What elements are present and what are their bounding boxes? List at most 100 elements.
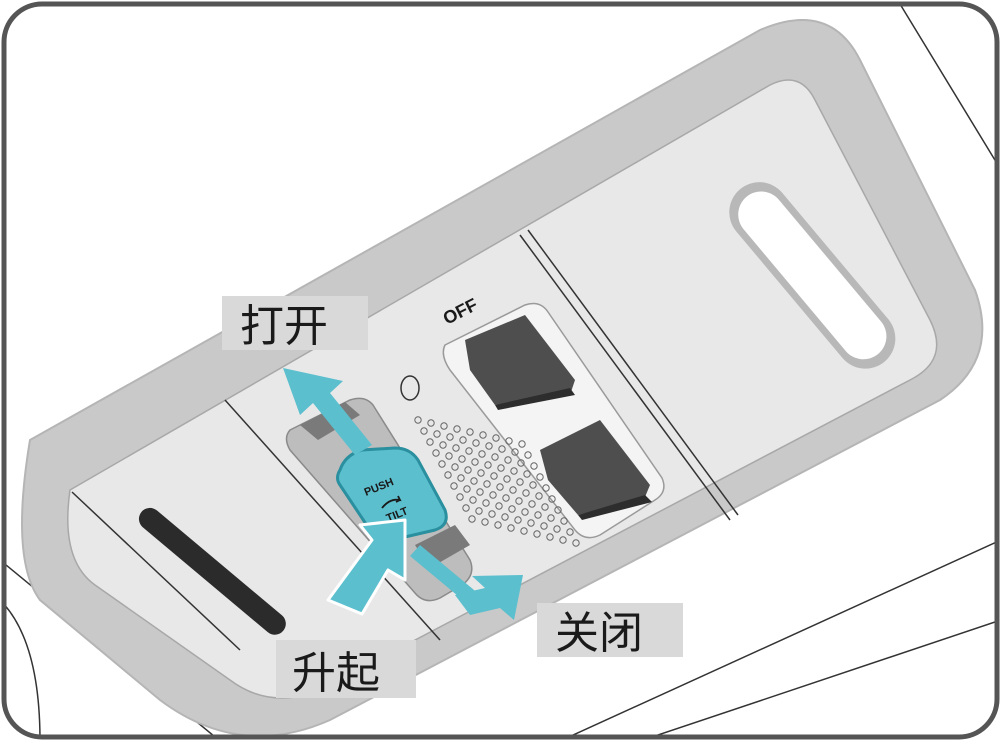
grille-dot xyxy=(511,448,519,456)
grille-dot xyxy=(491,453,499,461)
grille-dot xyxy=(494,521,502,529)
grille-dot xyxy=(533,530,541,538)
grille-dot xyxy=(439,441,447,449)
grille-dot xyxy=(426,438,434,446)
grille-dot xyxy=(451,463,459,471)
grille-dot xyxy=(535,492,543,500)
grille-dot xyxy=(546,533,554,541)
grille-dot xyxy=(462,504,470,512)
indicator-circle-icon xyxy=(400,375,420,401)
grille-dot xyxy=(427,419,435,427)
grille-dot xyxy=(522,489,530,497)
grille-dot xyxy=(510,467,518,475)
grille-dot xyxy=(507,524,515,532)
grille-dot xyxy=(520,527,528,535)
grille-dot xyxy=(523,470,531,478)
grille-dot xyxy=(482,499,490,507)
grille-dot xyxy=(503,475,511,483)
grille-dot xyxy=(553,525,561,533)
grille-dot xyxy=(527,519,535,527)
grille-dot xyxy=(559,536,567,544)
grille-dot xyxy=(524,451,532,459)
grille-dot xyxy=(540,522,548,530)
grille-dot xyxy=(457,474,465,482)
grille-dot xyxy=(481,518,489,526)
grille-dot xyxy=(438,460,446,468)
grille-dot xyxy=(453,425,461,433)
grille-dot xyxy=(490,472,498,480)
grille-dot xyxy=(514,516,522,524)
grille-dot xyxy=(450,482,458,490)
off-switch-upper-button[interactable] xyxy=(465,315,575,405)
grille-dot xyxy=(488,510,496,518)
grille-dot xyxy=(518,440,526,448)
grille-dot xyxy=(458,455,466,463)
grille-dot xyxy=(414,416,422,424)
grille-dot xyxy=(542,484,550,492)
grille-dot xyxy=(534,511,542,519)
grille-dot xyxy=(465,447,473,455)
grille-dot xyxy=(530,462,538,470)
grille-dot xyxy=(498,445,506,453)
grille-dot xyxy=(446,433,454,441)
svg-text:升起: 升起 xyxy=(292,648,380,699)
grille-dot xyxy=(529,481,537,489)
grille-dot xyxy=(489,491,497,499)
grille-dot xyxy=(466,428,474,436)
grille-dot xyxy=(452,444,460,452)
grille-dot xyxy=(456,493,464,501)
grille-dot xyxy=(548,495,556,503)
grille-dot xyxy=(497,464,505,472)
grille-dot xyxy=(517,459,525,467)
grille-dot xyxy=(528,500,536,508)
grille-dot xyxy=(502,494,510,502)
grille-dot xyxy=(479,431,487,439)
grille-dot xyxy=(515,497,523,505)
grille-dot xyxy=(476,488,484,496)
map-light-lens-left xyxy=(138,507,286,635)
grille-dot xyxy=(471,458,479,466)
label-close: 关闭 xyxy=(537,603,683,659)
off-switch[interactable] xyxy=(442,302,665,539)
grille-dot xyxy=(501,513,509,521)
map-light-lens-right xyxy=(729,182,896,369)
open-direction-arrow xyxy=(283,368,372,455)
grille-dot xyxy=(504,456,512,464)
grille-dot xyxy=(472,439,480,447)
grille-dot xyxy=(478,450,486,458)
grille-dot xyxy=(459,436,467,444)
grille-dot xyxy=(496,483,504,491)
grille-dot xyxy=(492,434,500,442)
grille-dot xyxy=(521,508,529,516)
grille-dot xyxy=(505,437,513,445)
grille-dot xyxy=(432,449,440,457)
close-direction-arrow xyxy=(410,545,523,620)
grille-dot xyxy=(469,496,477,504)
panel-dividers xyxy=(71,229,739,651)
tilt-press-arrow xyxy=(326,518,407,616)
grille-dot xyxy=(440,422,448,430)
grille-dot xyxy=(420,427,428,435)
grille-dot xyxy=(477,469,485,477)
svg-text:关闭: 关闭 xyxy=(555,608,643,659)
grille-dot xyxy=(566,528,574,536)
grille-dot xyxy=(468,515,476,523)
grille-dot xyxy=(572,539,580,547)
grille-dot xyxy=(464,466,472,474)
grille-dot xyxy=(484,461,492,469)
off-switch-lower-button[interactable] xyxy=(540,420,650,515)
label-tilt-up: 升起 xyxy=(276,640,416,699)
grille-dot xyxy=(495,502,503,510)
tilt-arrow-icon xyxy=(381,495,402,509)
grille-dot xyxy=(483,480,491,488)
grille-dot xyxy=(445,452,453,460)
svg-text:打开: 打开 xyxy=(240,301,328,352)
grille-dot xyxy=(554,506,562,514)
grille-dot xyxy=(508,505,516,513)
grille-dot xyxy=(541,503,549,511)
grille-dot xyxy=(444,471,452,479)
grille-dot xyxy=(475,507,483,515)
grille-dot xyxy=(463,485,471,493)
